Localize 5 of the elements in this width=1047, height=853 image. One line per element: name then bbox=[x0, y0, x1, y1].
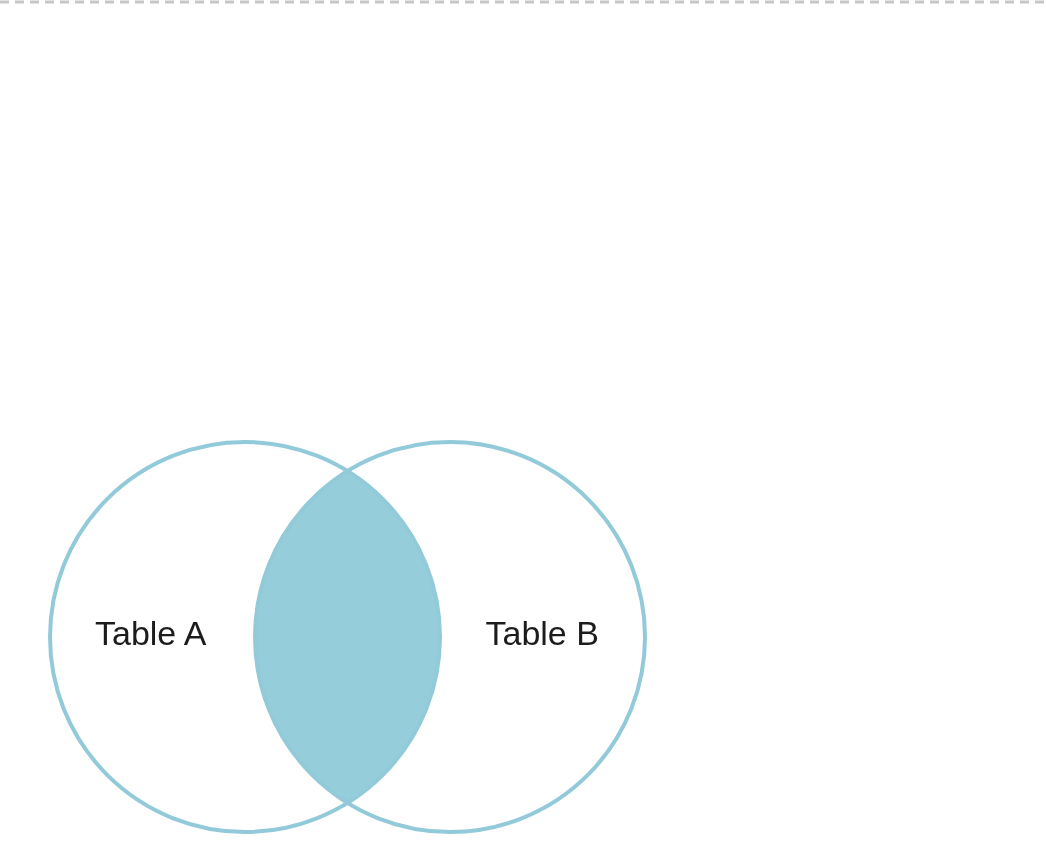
overlap-region bbox=[255, 471, 440, 803]
set-circle bbox=[48, 440, 442, 834]
set-circle bbox=[253, 440, 647, 834]
set-label: Table A bbox=[95, 614, 207, 652]
set-label: Table B bbox=[485, 614, 599, 652]
